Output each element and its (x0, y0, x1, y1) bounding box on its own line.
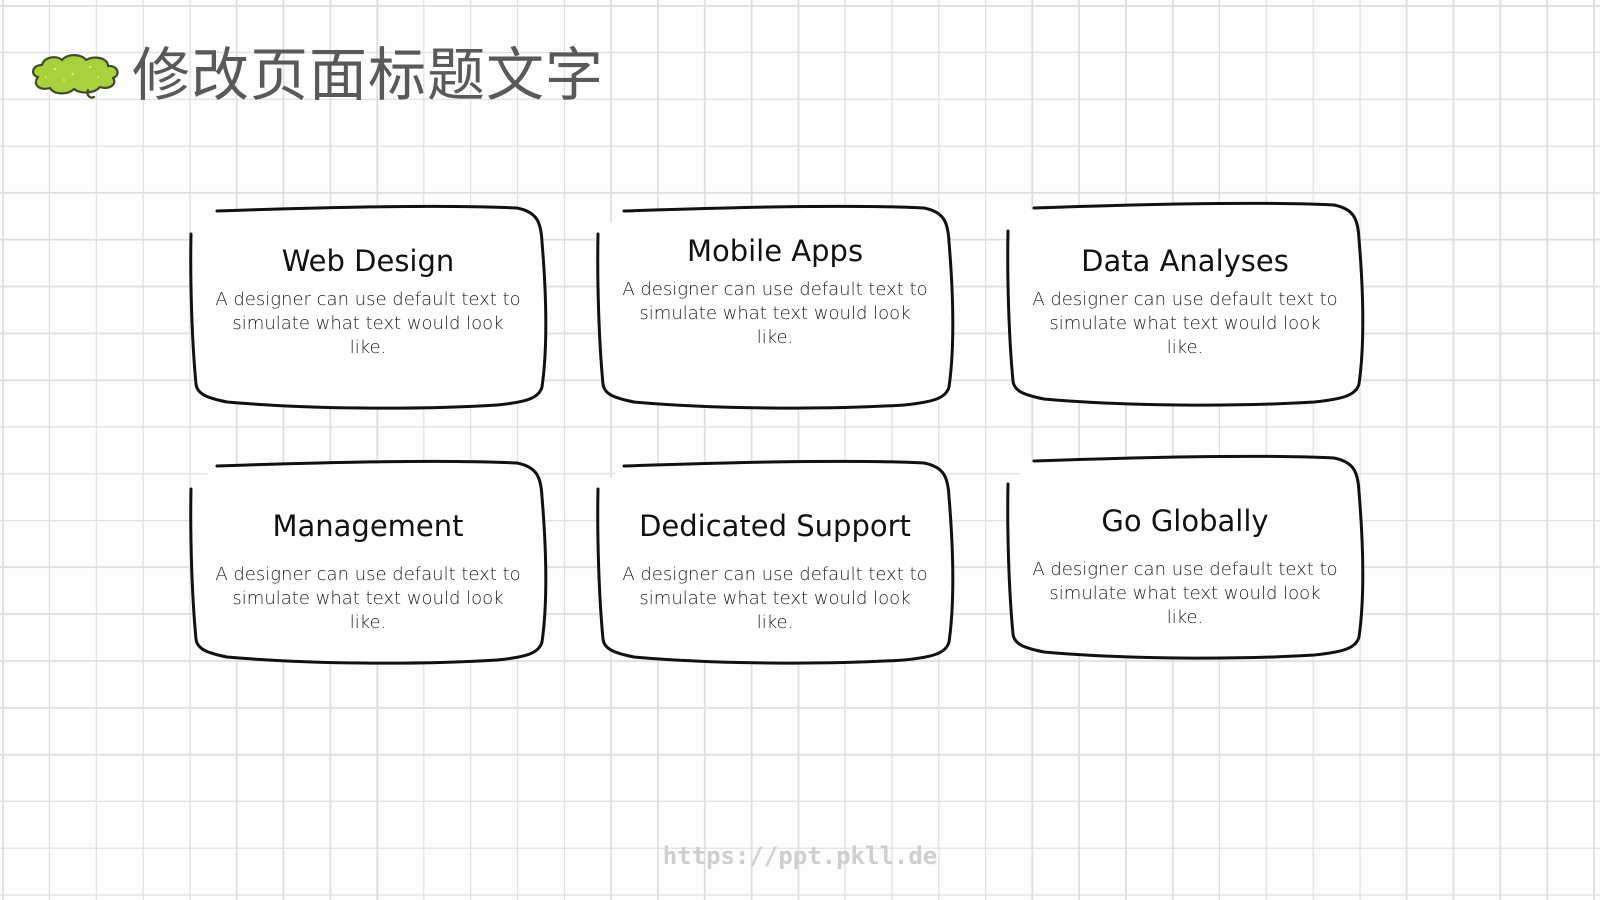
card-frame (1006, 454, 1365, 660)
card-description: A designer can use default text to simul… (622, 564, 928, 633)
page-header: 修改页面标题文字 (28, 40, 604, 110)
card-frame (1006, 201, 1365, 407)
card-description: A designer can use default text to simul… (1032, 289, 1338, 358)
card-frame (189, 459, 548, 665)
card-frame (189, 204, 548, 410)
card-web-design: Web Design A designer can use default te… (187, 202, 549, 412)
card-title: Dedicated Support (639, 509, 911, 543)
card-title: Web Design (281, 244, 455, 278)
card-frame (596, 204, 955, 410)
card-frame (596, 459, 955, 665)
card-data-analyses: Data Analyses A designer can use default… (1004, 199, 1366, 409)
card-description: A designer can use default text to simul… (215, 289, 521, 358)
cloud-icon (32, 54, 119, 99)
card-title: Management (272, 509, 464, 543)
page-title: 修改页面标题文字 (132, 41, 605, 109)
card-dedicated-support: Dedicated Support A designer can use def… (594, 457, 956, 667)
watermark-url: https://ppt.pkll.de (662, 842, 938, 870)
card-title: Data Analyses (1081, 244, 1289, 278)
card-description: A designer can use default text to simul… (1032, 559, 1338, 628)
card-description: A designer can use default text to simul… (622, 279, 928, 348)
card-go-globally: Go Globally A designer can use default t… (1004, 452, 1366, 662)
card-management: Management A designer can use default te… (187, 457, 549, 667)
card-description: A designer can use default text to simul… (215, 564, 521, 633)
card-mobile-apps: Mobile Apps A designer can use default t… (594, 202, 956, 412)
card-title: Mobile Apps (686, 234, 864, 268)
card-title: Go Globally (1101, 504, 1269, 538)
